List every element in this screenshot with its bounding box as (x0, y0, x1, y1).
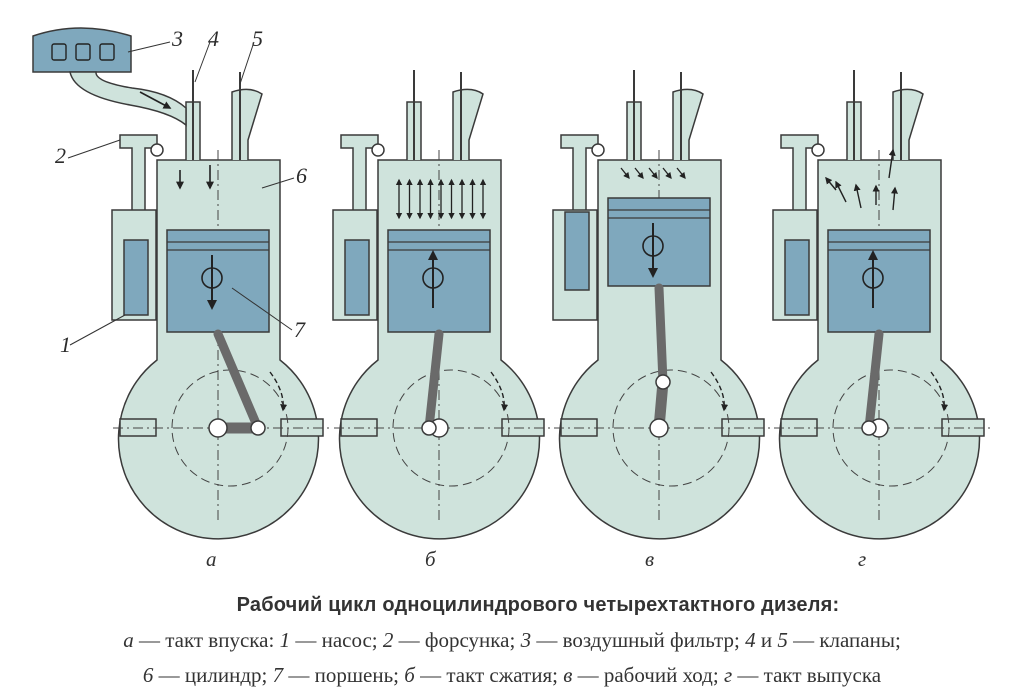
crank-main-journal (649, 418, 669, 438)
rocker-pivot (371, 143, 385, 157)
engine-panel-v (552, 70, 771, 540)
crank-pin (250, 420, 266, 436)
flow-arrow (139, 91, 172, 109)
engine-panel-g (772, 70, 991, 540)
caption-segment: — воздушный фильтр; (531, 628, 746, 652)
leader-line (261, 177, 295, 189)
caption-segment: — цилиндр; (153, 663, 273, 687)
callout-7: 7 (294, 317, 306, 342)
pump-plunger (344, 239, 370, 316)
pump-plunger (564, 211, 590, 291)
caption-segment: — такт сжатия; (414, 663, 564, 687)
rocker-pivot (811, 143, 825, 157)
crank-circle (612, 369, 730, 487)
callout-2: 2 (55, 143, 66, 168)
caption-segment: и (755, 628, 778, 652)
caption-line-1: а — такт впуска: 1 — насос; 2 — форсунка… (0, 628, 1024, 653)
pump-plunger (784, 239, 810, 316)
rotation-arrow (710, 371, 729, 412)
caption-segment: а (123, 628, 134, 652)
engine-panels (111, 70, 991, 540)
crank-circle (832, 369, 950, 487)
callout-4: 4 (208, 26, 219, 51)
leader-line (194, 41, 211, 83)
callout-6: 6 (296, 163, 307, 188)
callout-5: 5 (252, 26, 263, 51)
rocker-pivot (591, 143, 605, 157)
leader-line (239, 41, 255, 85)
exhaust-port (672, 88, 704, 160)
flow-arrow (825, 176, 837, 191)
caption-segment: — такт выпуска (732, 663, 882, 687)
caption-segment: 1 (279, 628, 291, 652)
piston (387, 229, 491, 333)
flow-arrow (648, 167, 658, 180)
caption-segment: — такт впуска: (133, 628, 280, 652)
caption-segment: 4 (745, 628, 756, 652)
caption-segment: г (723, 663, 733, 687)
caption-segment: 2 (382, 628, 394, 652)
flow-arrow (835, 180, 847, 203)
flow-arrow (888, 148, 896, 179)
caption-segment: — форсунка; (393, 628, 521, 652)
piston (166, 229, 270, 333)
filter-window (51, 43, 67, 61)
caption-segment: б (404, 663, 415, 687)
piston (607, 197, 711, 287)
caption-segment: — клапаны; (787, 628, 901, 652)
rotation-arrow (490, 371, 509, 412)
engine-panel-b (332, 70, 551, 540)
flow-arrow (620, 167, 630, 180)
caption-segment: 7 (272, 663, 284, 687)
caption-segment: 5 (777, 628, 788, 652)
crank-pin (655, 374, 671, 390)
panel-label-v: в (645, 547, 654, 571)
flow-arrow (676, 167, 686, 180)
crank-circle (392, 369, 510, 487)
crank-pin (421, 420, 437, 436)
caption-segment: 3 (520, 628, 532, 652)
intake-duct (69, 71, 187, 127)
panel-label-g: г (858, 547, 866, 571)
flow-arrow (853, 183, 862, 209)
callout-1: 1 (60, 332, 71, 357)
crank-pin (861, 420, 877, 436)
connecting-rod (213, 329, 263, 433)
filter-window (99, 43, 115, 61)
air-filter (32, 27, 132, 73)
caption-segment: 6 (142, 663, 154, 687)
rocker-pivot (150, 143, 164, 157)
caption-title: Рабочий цикл одноцилиндрового четырехтак… (236, 594, 840, 616)
leader-line (127, 41, 171, 53)
exhaust-port (892, 88, 924, 160)
crank-main-journal (208, 418, 228, 438)
flow-arrow (662, 167, 672, 180)
filter-window (75, 43, 91, 61)
caption-line-2: 6 — цилиндр; 7 — поршень; б — такт сжати… (0, 663, 1024, 688)
connecting-rod (424, 329, 444, 433)
caption-segment: — рабочий ход; (572, 663, 724, 687)
rotation-arrow (930, 371, 949, 412)
leader-line (69, 314, 126, 346)
callout-3: 3 (171, 26, 183, 51)
flow-arrow (891, 186, 898, 211)
flow-arrow (634, 167, 644, 180)
pump-plunger (123, 239, 149, 316)
panel-label-b: б (425, 547, 437, 571)
extras (32, 27, 295, 346)
connecting-rod (654, 283, 668, 387)
exhaust-port (452, 88, 484, 160)
caption-segment: — насос; (290, 628, 383, 652)
engine-panel-a (111, 70, 330, 540)
leader-line (67, 139, 121, 159)
caption-segment: в (563, 663, 573, 687)
caption-segment: — поршень; (283, 663, 405, 687)
rotation-arrow (269, 371, 288, 412)
leader-line (231, 287, 293, 331)
piston (827, 229, 931, 333)
panel-label-a: а (206, 547, 217, 571)
connecting-rod (864, 329, 884, 433)
exhaust-port (231, 88, 263, 160)
